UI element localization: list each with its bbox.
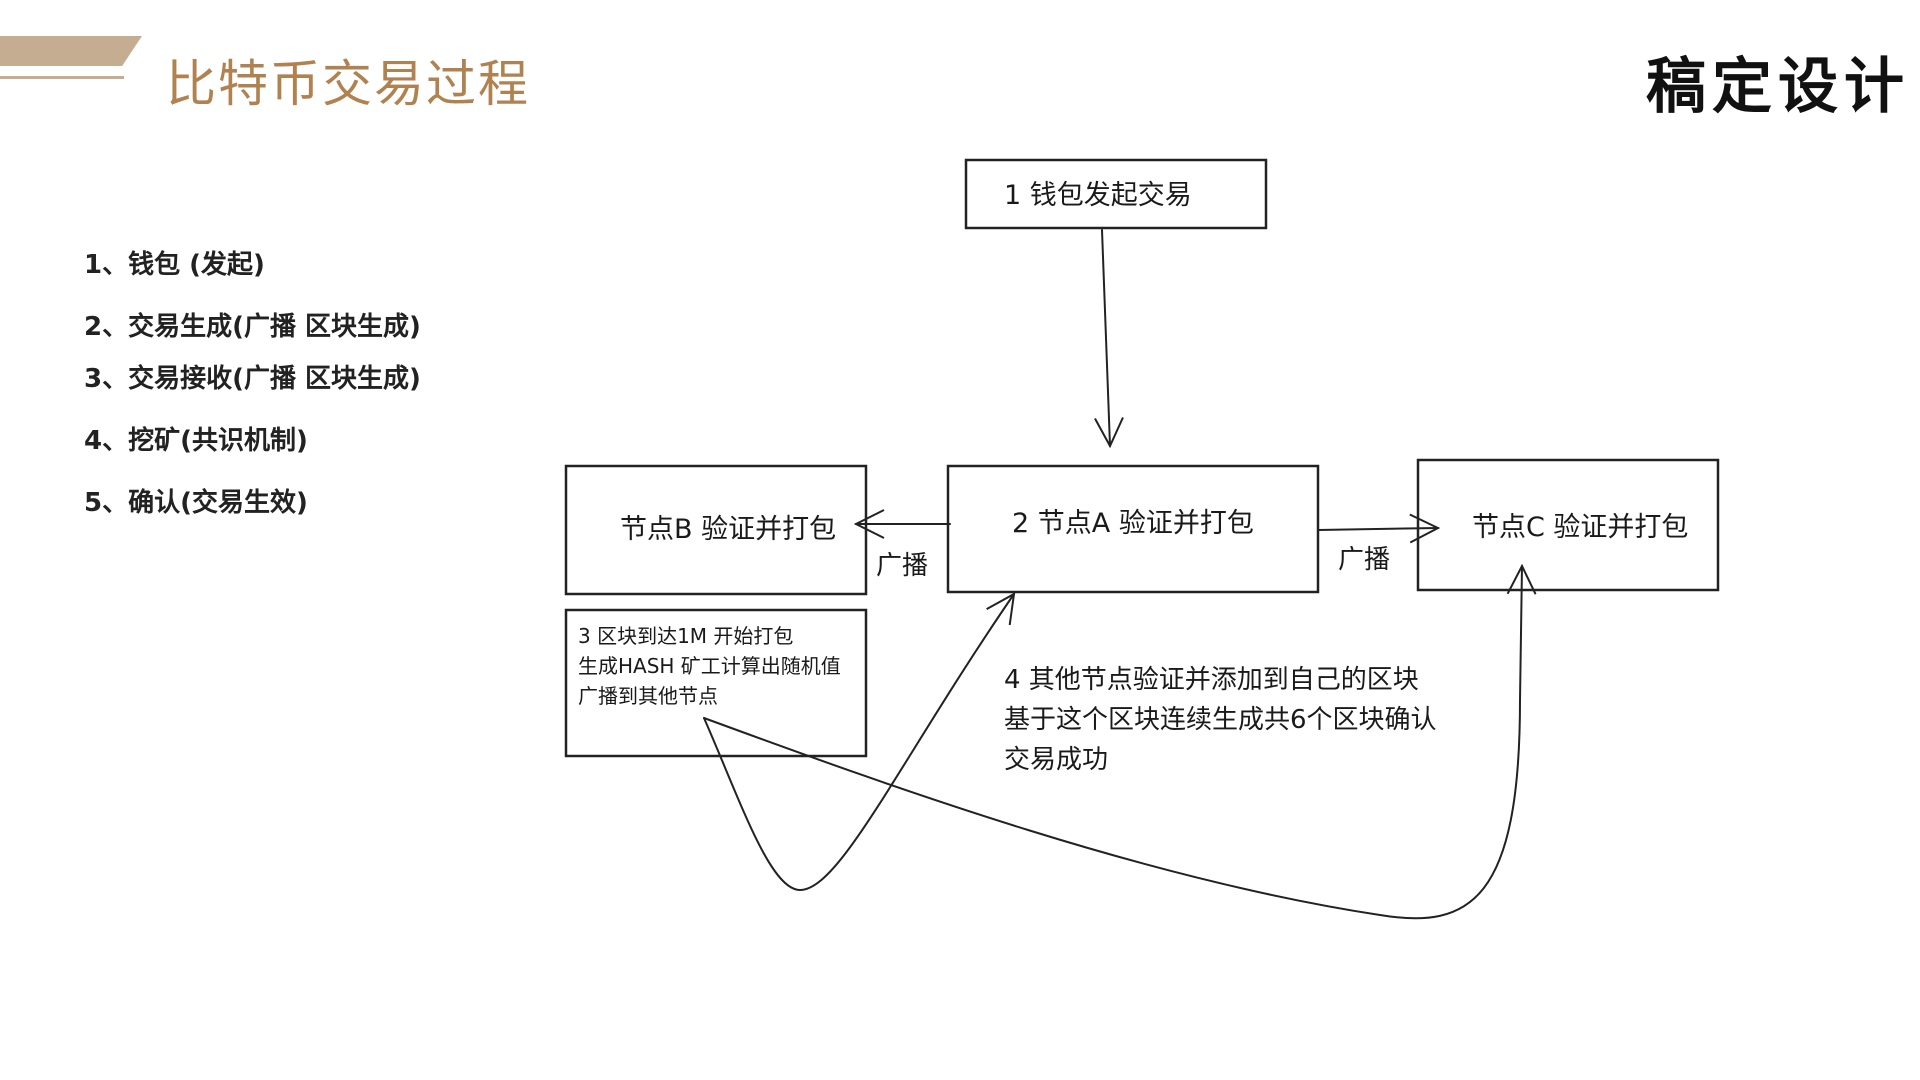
node-a: 2 节点A 验证并打包: [946, 464, 1320, 594]
edge-wallet-to-node-a: [1094, 229, 1124, 449]
brand-label: 稿定设计: [1646, 52, 1910, 122]
wallet-node-label: 1 钱包发起交易: [1004, 180, 1192, 211]
step-item-4: 4、挖矿(共识机制): [84, 426, 308, 456]
block-note: 3 区块到达1M 开始打包 生成HASH 矿工计算出随机值 广播到其他节点: [564, 608, 868, 758]
consensus-note-line-3: 交易成功: [1004, 745, 1108, 775]
block-note-line-3: 广播到其他节点: [578, 684, 718, 708]
node-b: 节点B 验证并打包: [564, 464, 868, 596]
edge-label-broadcast-right: 广播: [1338, 545, 1390, 575]
step-item-5: 5、确认(交易生效): [84, 488, 308, 518]
consensus-note-line-2: 基于这个区块连续生成共6个区块确认: [1004, 705, 1437, 735]
step-item-1: 1、钱包 (发起): [84, 250, 265, 280]
step-item-3: 3、交易接收(广播 区块生成): [84, 364, 421, 394]
edge-label-broadcast-left: 广播: [876, 551, 928, 581]
edge-block-note-to-node-c: [703, 563, 1537, 920]
edge-block-note-to-node-a: [703, 592, 1016, 891]
node-c: 节点C 验证并打包: [1416, 458, 1720, 592]
header-decoration-line: [0, 76, 124, 79]
wallet-node-box: [964, 158, 1268, 230]
edge-node-a-to-node-c: [1317, 513, 1441, 544]
consensus-note: 4 其他节点验证并添加到自己的区块 基于这个区块连续生成共6个区块确认 交易成功: [1004, 665, 1437, 775]
node-a-label: 2 节点A 验证并打包: [1012, 508, 1254, 539]
step-list: 1、钱包 (发起) 2、交易生成(广播 区块生成) 3、交易接收(广播 区块生成…: [84, 244, 504, 544]
node-c-label: 节点C 验证并打包: [1472, 512, 1688, 543]
step-item-2: 2、交易生成(广播 区块生成): [84, 312, 421, 342]
block-note-line-2: 生成HASH 矿工计算出随机值: [578, 654, 841, 678]
block-note-line-1: 3 区块到达1M 开始打包: [578, 624, 793, 648]
block-note-box: [564, 608, 868, 758]
node-b-label: 节点B 验证并打包: [620, 514, 836, 545]
node-c-box: [1416, 458, 1720, 592]
node-b-box: [564, 464, 868, 596]
wallet-node: 1 钱包发起交易: [964, 158, 1268, 230]
consensus-note-line-1: 4 其他节点验证并添加到自己的区块: [1004, 665, 1419, 695]
header-decoration-bar: [0, 36, 142, 66]
page-title: 比特币交易过程: [166, 55, 530, 113]
